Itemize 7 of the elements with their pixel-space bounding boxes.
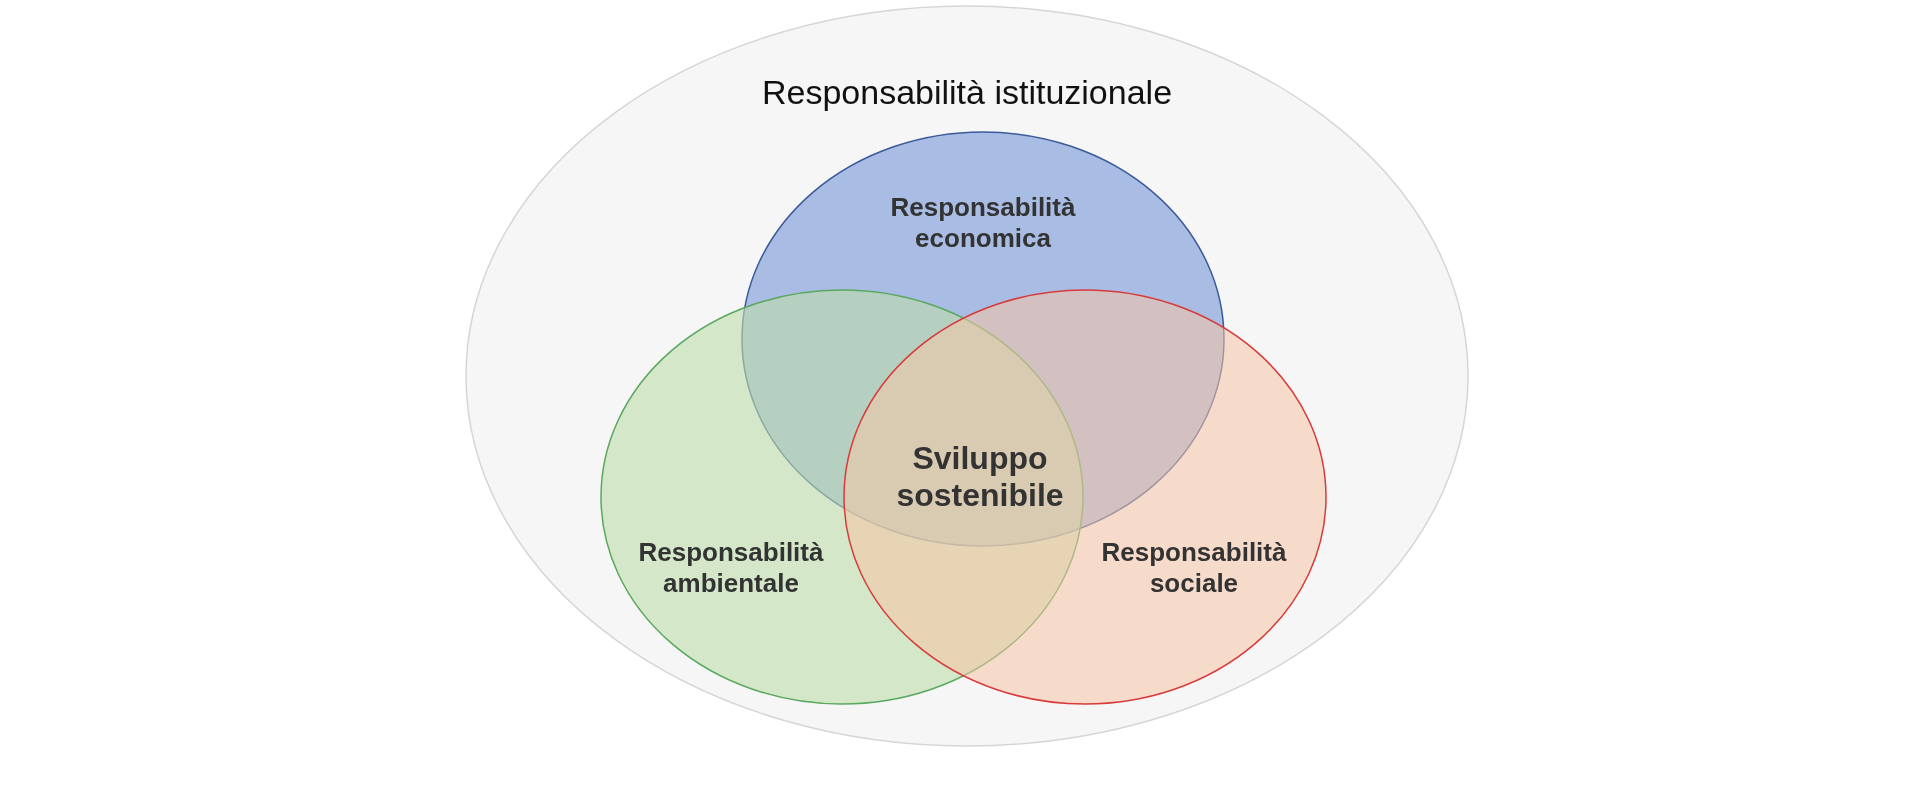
circle-label: Responsabilità sociale xyxy=(1100,537,1288,599)
circle-label: Responsabilità ambientale xyxy=(637,537,825,599)
outer-ellipse xyxy=(465,5,1469,747)
diagram-title-label: Responsabilità istituzionale xyxy=(760,72,1174,112)
center-label: Sviluppo sostenibile xyxy=(895,440,1065,514)
venn-circle xyxy=(843,289,1327,705)
circle-label: Responsabilità economica xyxy=(889,192,1077,254)
